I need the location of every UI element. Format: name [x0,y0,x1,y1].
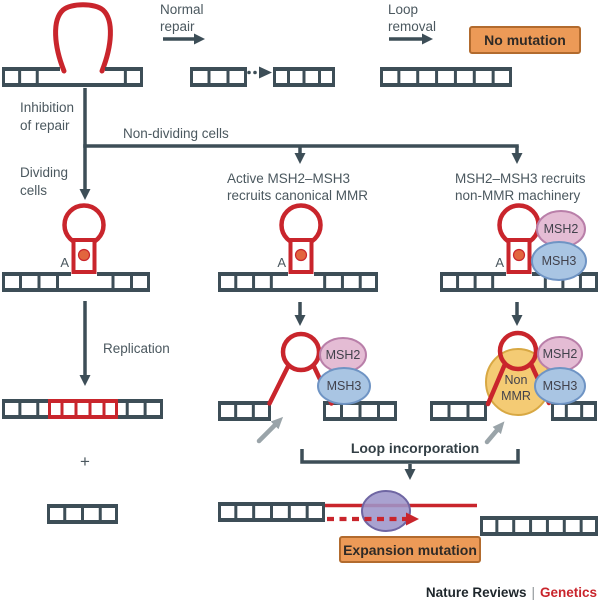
footer-journal: Genetics [540,585,597,600]
plus-sign: + [80,452,90,471]
repair-nick-dot [253,70,257,75]
dna-ladder-top-left [2,67,143,87]
non-mmr-header-1: MSH2–MSH3 recruits [455,171,586,186]
msh3-ellipse-row3-col3 [534,367,586,405]
open-loop-head-col2 [280,331,322,373]
normal-repair-label-1: Normal [160,2,204,17]
dna-ladder-row3-col3-left [430,401,487,421]
dna-ladder-top-mid-right [273,67,335,87]
dna-ladder-row2-col2 [218,272,378,292]
dna-ladder-row3-col3-right [551,401,597,421]
non-mmr-label-1: Non [505,373,528,387]
replication-label: Replication [103,341,170,356]
open-loop-left-leg-col3 [485,361,508,407]
normal-repair-label-2: repair [160,19,195,34]
non-dividing-cells-label: Non-dividing cells [123,126,229,141]
gap-pointer-arrow-col3 [484,421,505,445]
journal-footer: Nature Reviews | Genetics [426,585,597,600]
dna-ladder-row4-right [480,516,598,536]
dna-ladder-top-mid-left [190,67,247,87]
canonical-mmr-header-2: recruits canonical MMR [227,188,368,203]
open-loop-left-leg-col2 [267,363,291,406]
canonical-mmr-header-1: Active MSH2–MSH3 [227,171,350,186]
msh2-label-row3-col2: MSH2 [326,348,361,362]
non-mmr-label-2: MMR [501,389,531,403]
dna-ladder-row2-col1 [2,272,150,292]
dna-ladder-row3-col2-right [323,401,397,421]
repair-synthesis-arrowhead [259,66,272,79]
dna-ladder-second-product [47,504,118,524]
msh3-ellipse-row2 [531,241,587,281]
msh3-label-row2: MSH3 [542,254,577,268]
loop-removal-label-1: Loop [388,2,418,17]
inhibition-label-2: of repair [20,118,70,133]
dna-ladder-row3-col1 [2,399,163,419]
gap-pointer-arrow-col2 [256,416,284,444]
dividing-cells-label-2: cells [20,183,47,198]
msh3-label-row3-col3: MSH3 [543,379,578,393]
non-mmr-header-2: non-MMR machinery [455,188,581,203]
dna-ladder-row4-left [218,502,325,522]
dna-ladder-top-right [380,67,512,87]
msh2-label-row2: MSH2 [544,222,579,236]
hairpin-col1 [60,206,103,273]
polymerase-ellipse [361,490,411,532]
expansion-mutation-text: Expansion mutation [343,542,477,558]
dna-ladder-row3-col2-left [218,401,271,421]
footer-brand: Nature Reviews [426,585,527,600]
dna-ladder-expanded-repeat [48,399,118,419]
no-mutation-badge [469,26,581,54]
extruded-loop [53,2,113,74]
hairpin-col2 [277,206,320,273]
inhibition-label-1: Inhibition [20,100,74,115]
loop-incorporation-label: Loop incorporation [351,440,479,456]
msh3-ellipse-row3-col2 [317,367,371,405]
msh3-label-row3-col2: MSH3 [327,379,362,393]
dividing-cells-label-1: Dividing [20,165,68,180]
no-mutation-text: No mutation [484,32,566,48]
repair-nick-dot [247,70,251,75]
footer-divider: | [531,585,535,600]
expansion-mutation-badge [339,536,481,563]
open-loop-head-col3 [497,330,539,372]
msh2-label-row3-col3: MSH2 [543,347,578,361]
loop-removal-label-2: removal [388,19,436,34]
loop-incorporation-bracket [300,449,520,464]
